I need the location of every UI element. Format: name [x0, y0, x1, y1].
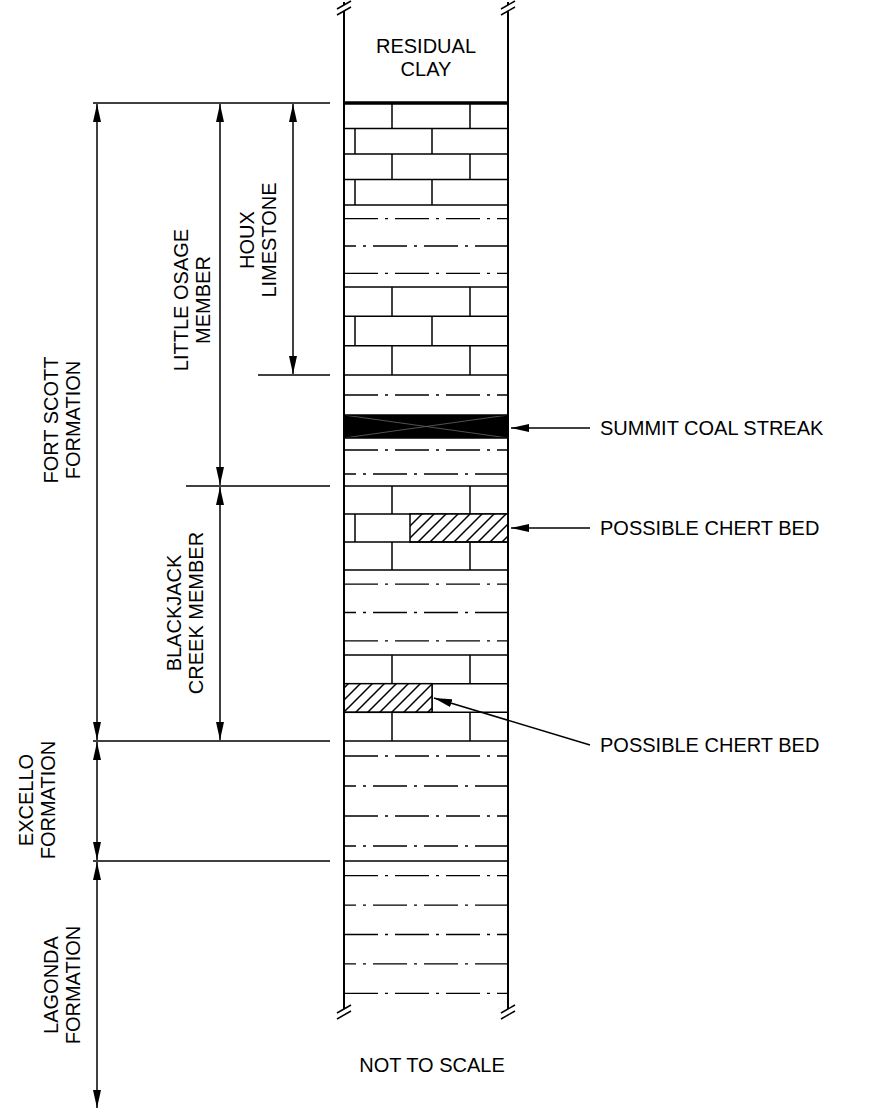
- callout-label: SUMMIT COAL STREAK: [598, 417, 825, 439]
- limestone-joint: [469, 655, 471, 684]
- limestone-joint: [391, 655, 393, 684]
- shale-dash-line: [344, 584, 508, 585]
- limestone-joint: [469, 346, 471, 375]
- extent-arrow: [96, 104, 98, 740]
- limestone-joint: [469, 103, 471, 129]
- shale-dash-line: [344, 273, 508, 274]
- limestone-joint: [469, 287, 471, 316]
- limestone-joint: [391, 346, 393, 375]
- leader-arrow: [511, 527, 590, 529]
- break-symbol: [337, 1005, 351, 1019]
- shale-dash-line: [344, 640, 508, 641]
- limestone-joint: [391, 154, 393, 180]
- formation-label: FORT SCOTT FORMATION: [40, 345, 84, 495]
- limestone-bed-line: [344, 345, 508, 347]
- chert-bed: [410, 514, 508, 542]
- unit-label: HOUX LIMESTONE: [236, 175, 280, 305]
- shale-dash-line: [344, 934, 508, 935]
- limestone-joint: [469, 154, 471, 180]
- shale-dash-line: [344, 394, 508, 395]
- scale-note: NOT TO SCALE: [359, 1054, 505, 1076]
- formation-label: LAGONDA FORMATION: [40, 915, 84, 1055]
- break-symbol: [337, 1, 351, 15]
- unit-boundary: [344, 374, 508, 376]
- unit-boundary: [344, 569, 508, 571]
- extent-lines: [93, 103, 590, 1108]
- shale-dash-line: [344, 218, 508, 219]
- chert-bed: [344, 684, 432, 713]
- limestone-joint: [354, 180, 356, 206]
- shale-dash-line: [344, 993, 508, 994]
- limestone-joint: [391, 287, 393, 316]
- limestone-bed-line: [344, 128, 508, 130]
- shale-dash-line: [344, 904, 508, 905]
- limestone-joint: [391, 712, 393, 741]
- break-symbol: [501, 1, 515, 15]
- limestone-joint: [469, 542, 471, 570]
- shale-dash-line: [344, 815, 508, 816]
- limestone-joint: [391, 542, 393, 570]
- limestone-joint: [431, 316, 433, 345]
- unit-boundary: [344, 204, 508, 206]
- extent-arrow: [96, 862, 98, 1108]
- extent-arrow: [292, 104, 294, 374]
- limestone-joint: [431, 180, 433, 206]
- shale-dash-line: [344, 449, 508, 450]
- unit-boundary: [344, 437, 508, 439]
- coal-cross: [344, 415, 508, 438]
- leader-arrow: [434, 698, 590, 745]
- boundary-line: [186, 485, 330, 487]
- extent-arrow: [219, 487, 221, 740]
- shale-dash-line: [344, 785, 508, 786]
- unit-boundary: [344, 740, 508, 742]
- shale-dash-line: [344, 875, 508, 876]
- boundary-line: [93, 740, 330, 742]
- break-symbol: [501, 1005, 515, 1019]
- limestone-bed-line: [344, 153, 508, 155]
- shale-dash-line: [344, 755, 508, 756]
- coal-streak: [344, 415, 508, 438]
- unit-boundary: [344, 654, 508, 656]
- member-label: LITTLE OSAGE MEMBER: [170, 218, 214, 383]
- shale-dash-line: [344, 963, 508, 964]
- limestone-joint: [391, 486, 393, 514]
- boundary-line: [258, 374, 330, 376]
- column-wall: [343, 2, 345, 1012]
- limestone-bed-line: [344, 179, 508, 181]
- limestone-joint: [354, 129, 356, 155]
- column-wall: [507, 2, 509, 1012]
- limestone-joint: [354, 514, 356, 542]
- leader-arrow: [511, 427, 590, 429]
- limestone-bed-line: [344, 316, 508, 318]
- shale-dash-line: [344, 473, 508, 474]
- residual-contact: [344, 101, 508, 105]
- limestone-joint: [469, 712, 471, 741]
- boundary-line: [93, 102, 330, 104]
- limestone-joint: [391, 103, 393, 129]
- extent-arrow: [96, 742, 98, 860]
- shale-dash-line: [344, 245, 508, 246]
- member-label: BLACKJACK CREEK MEMBER: [163, 526, 207, 701]
- layer-name: RESIDUAL CLAY: [361, 35, 491, 81]
- callout-label: POSSIBLE CHERT BED: [598, 517, 821, 539]
- column-layers: [337, 1, 515, 1019]
- unit-boundary: [344, 485, 508, 487]
- limestone-joint: [431, 129, 433, 155]
- boundary-line: [93, 860, 330, 862]
- limestone-joint: [469, 486, 471, 514]
- unit-boundary: [344, 860, 508, 862]
- extent-arrow: [219, 104, 221, 485]
- formation-label: EXCELLO FORMATION: [15, 730, 59, 870]
- unit-boundary: [344, 414, 508, 416]
- callout-label: POSSIBLE CHERT BED: [598, 734, 821, 756]
- coal-cross: [344, 415, 508, 438]
- residual-clay-box: RESIDUAL CLAY: [346, 0, 506, 101]
- unit-boundary: [344, 286, 508, 288]
- limestone-joint: [354, 316, 356, 345]
- shale-dash-line: [344, 845, 508, 846]
- limestone-bed-line: [344, 541, 508, 543]
- shale-dash-line: [344, 612, 508, 613]
